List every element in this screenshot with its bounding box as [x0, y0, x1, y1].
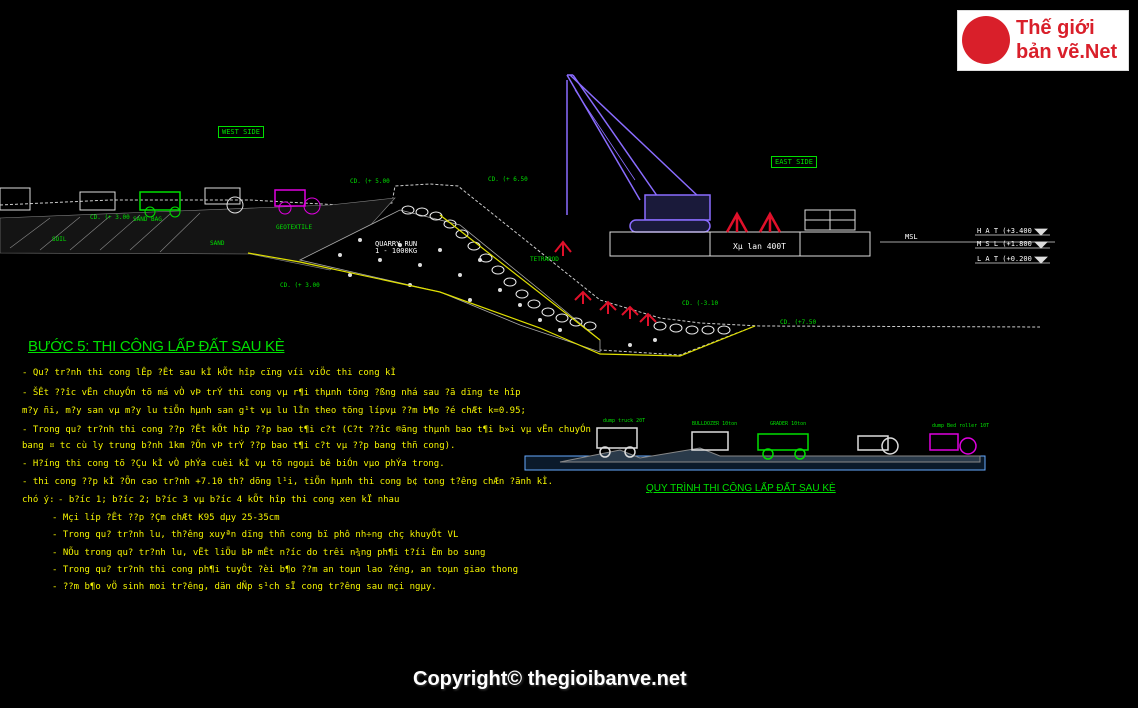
note-line: - H?íng thi cong tõ ?Çu kÌ vÒ phÝa cuèi …	[22, 459, 445, 469]
barge	[609, 209, 871, 257]
east-side-label: EAST SIDE	[771, 156, 817, 168]
process-caption: QUY TRÌNH THI CÔNG LẤP ĐẤT SAU KÈ	[646, 483, 836, 494]
note-line: - thi cong ??p kÌ ?Õn cao tr?nh +7.10 th…	[22, 477, 554, 487]
west-side-label: WEST SIDE	[218, 126, 264, 138]
section-title: BƯỚC 5: THI CÔNG LẤP ĐẤT SAU KÈ	[28, 338, 285, 355]
level-hat: H A T (+3.400	[977, 227, 1032, 235]
logo-line-1: Thế giới	[1016, 17, 1095, 39]
note-line: m?y ñi, m?y san vµ m?y lu tiÕn hµnh san …	[22, 406, 526, 416]
site-logo: Thế giới bản vẽ.Net	[957, 10, 1129, 71]
chu-y-item: - Mçi líp ?Êt ??p ?Çm chÆt K95 dµy 25-35…	[52, 513, 280, 523]
soil-label: SOIL	[52, 236, 67, 243]
geotextile-label: GEOTEXTILE	[276, 224, 313, 231]
msl-label: MSL	[905, 233, 918, 241]
cd-label-2: CD. (+ 6.50	[488, 176, 528, 183]
cd-label-5: CD. (+7.50	[780, 319, 817, 326]
soil-fill	[0, 197, 396, 271]
note-line: - ŠÊt ??îc vËn chuyÓn tõ má vÒ vÞ trÝ th…	[22, 388, 521, 398]
tetrapod-label: TETRAPOD	[530, 256, 559, 263]
equip-grader: GRADER 10ton	[770, 421, 807, 427]
note-line: - Trong qu? tr?nh thi cong ??p ?Êt kÕt h…	[22, 425, 591, 435]
cd-label-3: CD. (+ 3.00	[280, 282, 320, 289]
chu-y-item: - ??m b¶o vÖ sinh moi tr?êng, dän dÑp s¹…	[52, 582, 437, 592]
cd-label-1: CD. (+ 5.00	[350, 178, 390, 185]
logo-line-2: bản vẽ.Net	[1016, 41, 1118, 63]
copyright-watermark: Copyright© thegioibanve.net	[413, 668, 687, 690]
tetrapods-barge	[725, 211, 782, 233]
quarry-run-label: QUARRY RUN	[375, 240, 418, 248]
quarry-weight-label: 1 - 1000KG	[375, 247, 418, 255]
process-equipment	[596, 427, 977, 460]
armour-rock	[401, 205, 731, 335]
quarry-marks	[338, 238, 657, 347]
sand-bag-label: SAND BAG	[133, 216, 162, 223]
note-line: - Qu? tr?nh thi cong lÊp ?Êt sau kÌ kÕt …	[22, 368, 396, 378]
level-msl: M S L (+1.800	[977, 240, 1032, 248]
west-equipment	[0, 187, 321, 218]
equip-roller: dump Bed roller 10T	[932, 423, 990, 429]
tetrapods-slope	[554, 240, 657, 326]
chu-y-head: - b?íc 1; b?íc 2; b?íc 3 vµ b?íc 4 kÕt h…	[58, 495, 400, 505]
level-lat: L A T (+0.200	[977, 255, 1032, 263]
barge-label: Xµ lan 400T	[733, 242, 786, 251]
chu-y-label: chó ý:	[22, 495, 55, 505]
geotextile	[247, 214, 756, 357]
chu-y-item: - NÕu trong qu? tr?nh lu, vËt liÖu bÞ mÊ…	[52, 548, 486, 558]
note-line: bang ¤ tc cù ly trung b?nh 1km ?Õn vÞ tr…	[22, 441, 456, 451]
cd-label-4: CD. (-3.10	[682, 300, 719, 307]
chu-y-item: - Trong qu? tr?nh thi cong ph¶i tuyÖt ?è…	[52, 565, 518, 575]
sand-label: SAND	[210, 240, 225, 247]
chu-y-item: - Trong qu? tr?nh lu, th?êng xuyªn dïng …	[52, 530, 459, 540]
cd-label-6: CD. (+ 3.00	[90, 214, 130, 221]
water-levels	[880, 228, 1055, 264]
equip-bulldozer: BULLDOZER 10ton	[692, 421, 738, 427]
house-icon	[962, 16, 1010, 64]
equip-dump-truck: dump truck 20T	[603, 418, 646, 424]
crawler-crane	[566, 74, 711, 233]
process-ground	[524, 447, 986, 471]
